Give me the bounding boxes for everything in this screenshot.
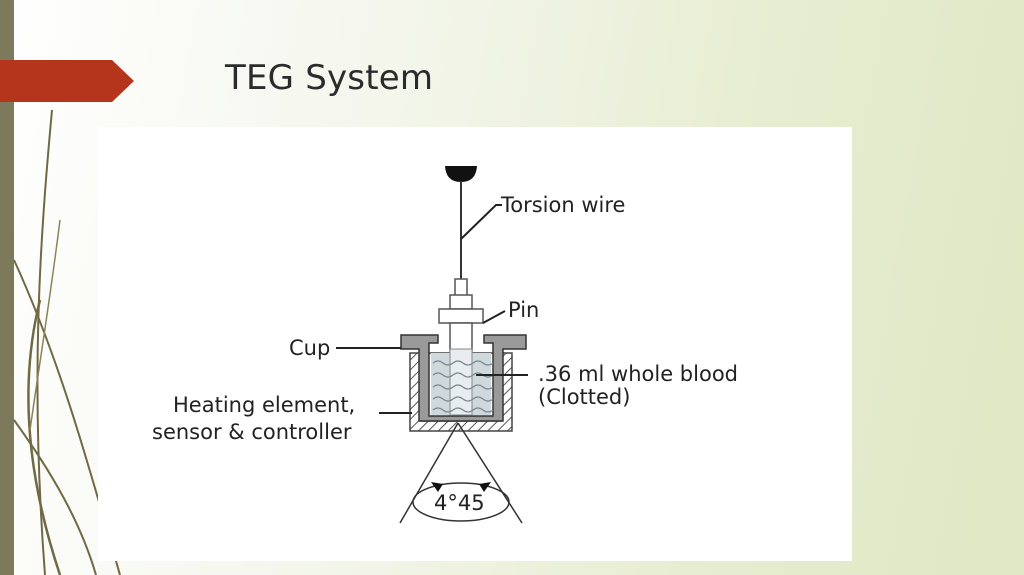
- torsion-wire-leader: [460, 204, 502, 240]
- title-accent-arrow: [0, 60, 134, 102]
- heating-label-line1: Heating element,: [173, 393, 355, 417]
- pin-label: Pin: [508, 298, 539, 322]
- rotation-arrows: [431, 482, 491, 492]
- teg-diagram: Torsion wire Pin Cup .36 ml whole blood …: [98, 127, 852, 561]
- angle-label: 4°45: [434, 491, 485, 515]
- pin-leader: [482, 310, 506, 324]
- left-side-bar: [0, 0, 14, 575]
- heating-label-line2: sensor & controller: [152, 420, 352, 444]
- cup-label: Cup: [289, 336, 330, 360]
- blood-label-line1: .36 ml whole blood: [538, 362, 738, 386]
- torsion-wire-label: Torsion wire: [500, 193, 625, 217]
- pin: [438, 278, 484, 352]
- cup: [400, 334, 527, 422]
- teg-diagram-svg: Torsion wire Pin Cup .36 ml whole blood …: [152, 166, 738, 524]
- rotation-cone: [399, 422, 523, 524]
- blood-label-line2: (Clotted): [538, 385, 630, 409]
- slide-title: TEG System: [225, 58, 434, 98]
- mount-cap: [445, 166, 477, 182]
